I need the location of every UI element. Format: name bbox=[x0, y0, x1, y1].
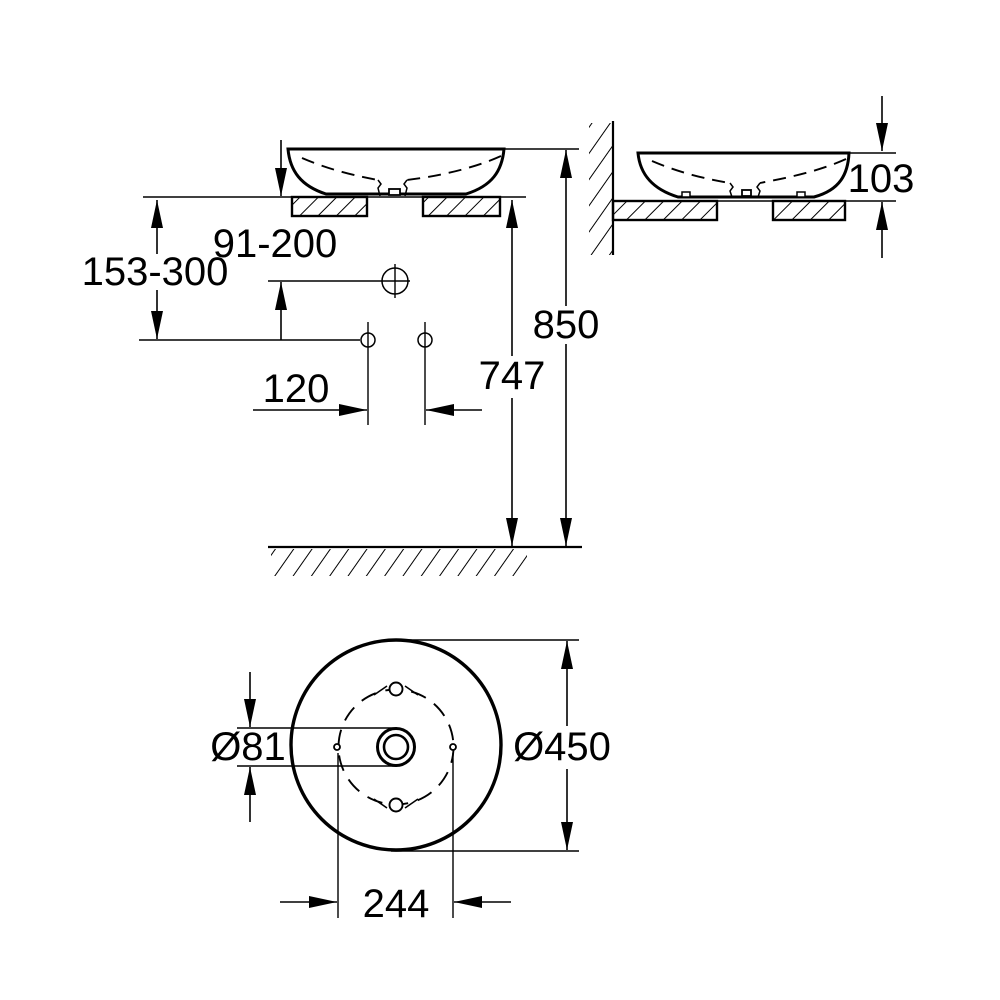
dim-81-label: Ø81 bbox=[210, 725, 286, 769]
front-view: 91-200 153-300 120 747 850 bbox=[82, 140, 600, 576]
side-hole-left bbox=[333, 743, 341, 751]
counter-hatch-right-side bbox=[771, 199, 847, 222]
counter-hatch-left-side bbox=[611, 199, 719, 222]
basin-foot-right bbox=[796, 191, 806, 198]
ground-hatch bbox=[271, 549, 527, 576]
side-view: 103 bbox=[589, 96, 914, 258]
basin-drain-wall-left-side bbox=[729, 182, 734, 198]
drain-mark-side bbox=[741, 189, 752, 197]
basin-outline-front bbox=[286, 147, 506, 196]
counter-hatch-right bbox=[421, 195, 502, 218]
basin-inner-dashed-right bbox=[406, 155, 502, 181]
basin-drain-wall-right bbox=[403, 179, 408, 197]
counter-hatch-left bbox=[290, 195, 369, 218]
basin-inner-dashed-right-side bbox=[759, 158, 847, 184]
tab-top-wing-right bbox=[404, 685, 419, 696]
basin-inner-dashed-left-side bbox=[651, 160, 731, 184]
dim-850-label: 850 bbox=[533, 303, 600, 347]
top-view: Ø81 Ø450 244 bbox=[210, 638, 611, 926]
dim-91-200-label: 91-200 bbox=[213, 222, 338, 266]
dim-747-label: 747 bbox=[479, 354, 546, 398]
tab-top-wing-left bbox=[373, 685, 388, 696]
tab-bottom-wing-left bbox=[373, 798, 388, 809]
tab-bottom bbox=[388, 797, 404, 813]
basin-foot-left bbox=[681, 191, 691, 198]
dim-153-300-label: 153-300 bbox=[82, 250, 229, 294]
basin-outline-side bbox=[636, 151, 851, 199]
dim-120-label: 120 bbox=[263, 367, 330, 411]
tab-top bbox=[388, 681, 404, 697]
basin-inner-dashed-left bbox=[301, 157, 379, 181]
basin-drain-wall-right-side bbox=[756, 182, 761, 198]
dim-244-label: 244 bbox=[363, 882, 430, 926]
basin-drain-wall-left bbox=[377, 179, 382, 197]
wall-hatch bbox=[589, 123, 613, 255]
side-hole-right bbox=[449, 743, 457, 751]
dim-450-label: Ø450 bbox=[513, 725, 611, 769]
tab-bottom-wing-right bbox=[404, 798, 419, 809]
drain-inner-circle bbox=[382, 733, 410, 761]
dim-103-label: 103 bbox=[848, 157, 915, 201]
drain-mark-front bbox=[388, 188, 401, 196]
